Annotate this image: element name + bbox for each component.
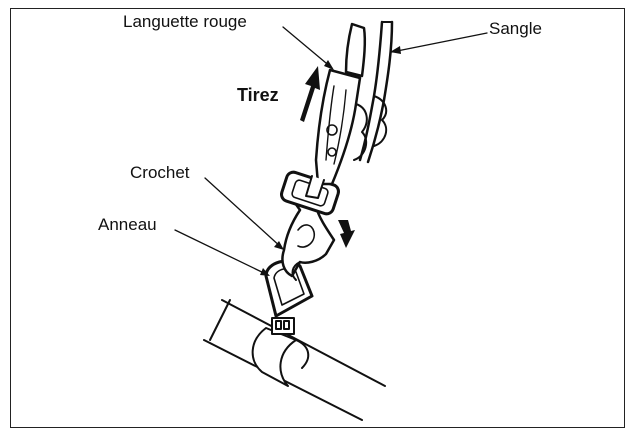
red-tab — [344, 22, 367, 78]
pull-up-arrow — [300, 66, 320, 122]
label-sangle: Sangle — [489, 19, 542, 38]
ratchet-buckle — [305, 68, 368, 199]
label-tirez: Tirez — [237, 85, 279, 105]
hook-crochet — [281, 194, 336, 281]
label-anneau: Anneau — [98, 215, 157, 234]
strap-sangle — [358, 20, 394, 164]
pull-down-arrow — [338, 220, 355, 248]
leader-lines — [174, 26, 488, 276]
label-languette-rouge: Languette rouge — [123, 12, 247, 31]
leader-arrowheads — [260, 46, 401, 276]
label-crochet: Crochet — [130, 163, 190, 182]
rail-clamp — [251, 317, 310, 387]
